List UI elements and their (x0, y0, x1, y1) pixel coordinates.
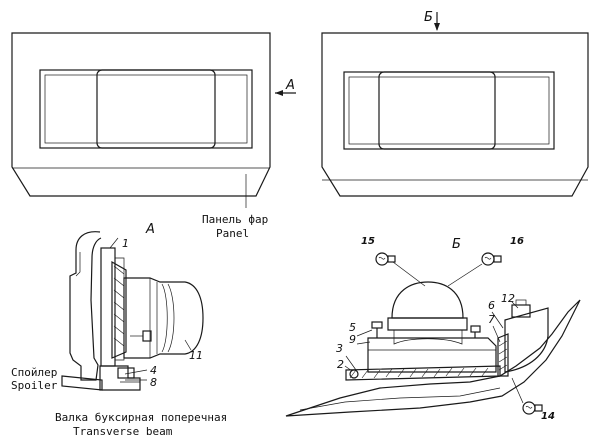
callout-9: 9 (349, 333, 356, 346)
callout-12: 12 (501, 292, 515, 305)
callout-2: 2 (337, 358, 344, 371)
lamp-bulb-icon (447, 252, 502, 287)
panel-label-ru: Панель фар (202, 213, 268, 226)
spoiler-label-en: Spoiler (11, 379, 58, 392)
callout-4: 4 (150, 364, 157, 377)
callout-8: 8 (150, 376, 157, 389)
lamp-bulb-icon (511, 377, 543, 415)
callout-7: 7 (488, 313, 495, 326)
beam-label-ru: Валка буксирная поперечная (55, 411, 227, 424)
view-b-lamp-assembly (285, 281, 581, 417)
callout-16: 16 (510, 236, 524, 247)
panel-label-en: Panel (216, 227, 249, 240)
view-a-arrow-label: А (285, 78, 295, 93)
view-b-arrow-label: Б (424, 10, 433, 25)
callout-14: 14 (541, 411, 555, 422)
callout-5: 5 (349, 321, 356, 334)
view-a-lamp-assembly (61, 231, 204, 391)
view-b-title: Б (452, 237, 461, 252)
callout-1: 1 (122, 237, 129, 250)
panel-view-right: Б (321, 10, 589, 197)
panel-view-left: А (11, 32, 296, 208)
view-a-title: А (145, 222, 155, 237)
spoiler-label-ru: Спойлер (11, 366, 57, 379)
callout-6: 6 (488, 299, 495, 312)
lamp-bulb-icon (375, 252, 426, 287)
callout-3: 3 (336, 342, 343, 355)
beam-label-en: Transverse beam (73, 425, 173, 438)
callout-15: 15 (361, 236, 375, 247)
callout-11: 11 (189, 349, 203, 362)
